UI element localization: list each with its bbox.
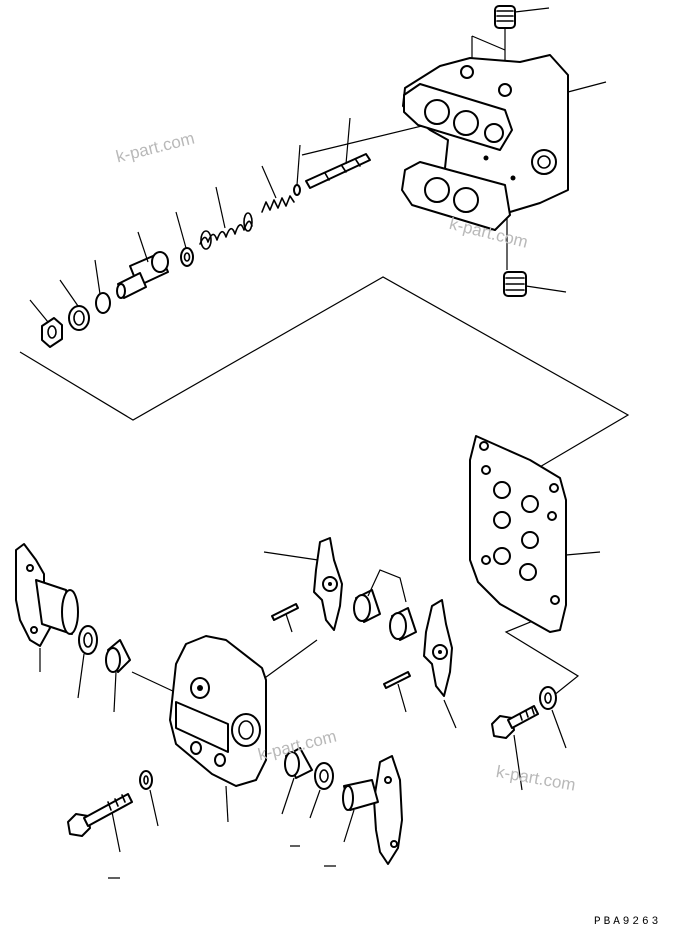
leader-marks — [108, 845, 336, 879]
washer-right — [539, 686, 567, 749]
spool — [305, 117, 371, 189]
lever-lower — [423, 599, 457, 729]
pin — [383, 671, 411, 713]
nut — [29, 299, 63, 348]
retainer-ring — [59, 279, 90, 331]
snap-ring — [293, 144, 301, 196]
cover-right — [342, 755, 403, 865]
washer — [139, 770, 159, 827]
drawing-reference-code: PBA9263 — [594, 916, 662, 928]
nut — [77, 625, 98, 699]
bolt-right — [491, 705, 539, 791]
pin — [271, 603, 299, 633]
valve-body-upper — [401, 54, 607, 231]
washer — [175, 211, 194, 267]
lever-upper — [263, 537, 343, 631]
bushing — [353, 569, 417, 641]
cover-left — [15, 543, 79, 672]
large-spring — [199, 186, 253, 250]
bushing — [105, 639, 131, 713]
gasket-plate — [469, 435, 601, 633]
piston — [116, 231, 169, 299]
nut — [309, 762, 334, 819]
bushing — [281, 747, 313, 815]
plug-bottom — [503, 271, 567, 297]
small-spring — [261, 165, 295, 213]
plug-top — [494, 5, 550, 29]
valve-body-lower — [169, 635, 267, 823]
bolt-lower — [67, 793, 133, 853]
o-ring — [94, 259, 111, 314]
